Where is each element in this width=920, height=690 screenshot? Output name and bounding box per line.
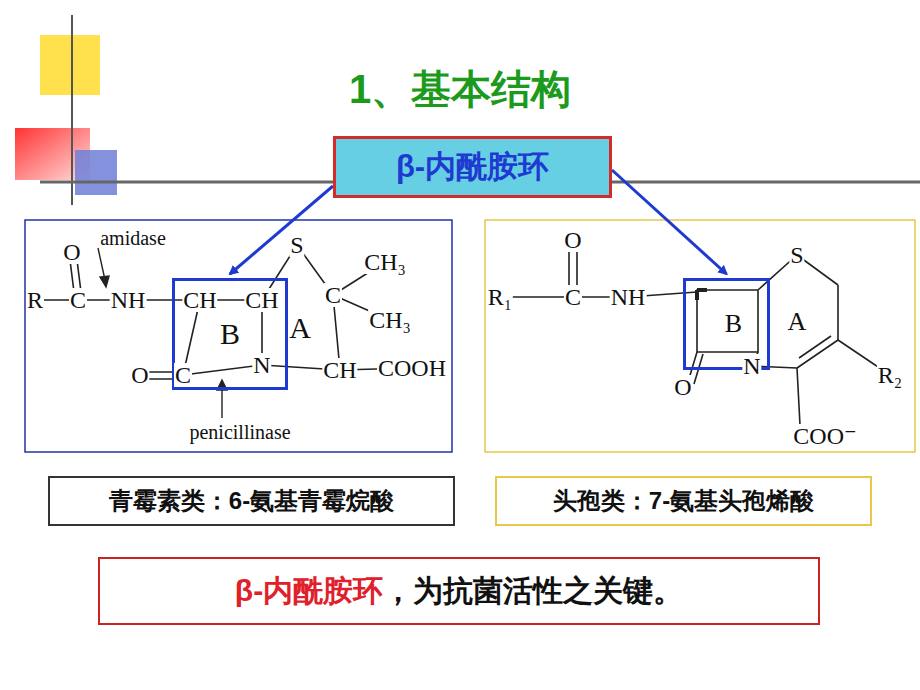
atom-label: S [289, 233, 304, 257]
atom-label: O [130, 363, 149, 387]
atom-label: CH [322, 358, 357, 382]
atom-label: O [673, 375, 692, 399]
atom-label: COOH [377, 356, 447, 380]
atom-label: C [174, 363, 192, 387]
node-text: β-内酰胺环 [235, 571, 383, 612]
node-text: β-内酰胺环 [396, 146, 549, 188]
atom-label: COO⁻ [792, 424, 857, 448]
atom-label: amidase [99, 228, 167, 248]
atom-label: CH₃ [363, 250, 407, 274]
atom-label: A [288, 313, 312, 343]
caption-box: 青霉素类：6-氨基青霉烷酸 [48, 476, 455, 526]
highlight-box: β-内酰胺环 [333, 136, 612, 198]
leader-arrows [98, 248, 227, 418]
atom-label: NH [110, 288, 147, 312]
pointer-arrow [230, 186, 333, 274]
atom-label: N [252, 353, 271, 377]
atom-label: CH [182, 288, 217, 312]
deco-line [71, 15, 73, 205]
node-text: 头孢类：7-氨基头孢烯酸 [553, 485, 814, 517]
node-text: B [220, 319, 240, 349]
atom-label: A [787, 309, 808, 335]
atom-label: CH [244, 288, 279, 312]
pointer-arrow [612, 170, 727, 274]
atom-label: O [563, 228, 582, 252]
atom-label: CH₃ [368, 308, 412, 332]
atom-label: N [742, 354, 761, 378]
slide-title: 1、基本结构 [0, 62, 920, 117]
atom-label: R [26, 288, 44, 312]
atom-label: penicillinase [188, 422, 291, 442]
atom-label: NH [610, 285, 647, 309]
atom-label: C [69, 288, 87, 312]
deco-square [40, 35, 100, 95]
atom-label: R₂ [877, 363, 903, 387]
cephalosporin-bonds [500, 240, 890, 425]
node-text: 青霉素类：6-氨基青霉烷酸 [109, 485, 394, 517]
panel-frame [25, 220, 452, 452]
node-text: B [725, 311, 742, 337]
conclusion-box: β-内酰胺环，为抗菌活性之关键。 [98, 557, 820, 625]
deco-square [75, 150, 117, 195]
atom-label: O [62, 240, 81, 264]
panel-frame [485, 220, 915, 452]
node-text: ，为抗菌活性之关键。 [383, 571, 683, 612]
atom-label: R₁ [487, 285, 513, 309]
atom-label: S [789, 243, 804, 267]
atom-label: C [564, 285, 582, 309]
caption-box: 头孢类：7-氨基头孢烯酸 [495, 476, 872, 526]
atom-label: C [324, 283, 342, 307]
